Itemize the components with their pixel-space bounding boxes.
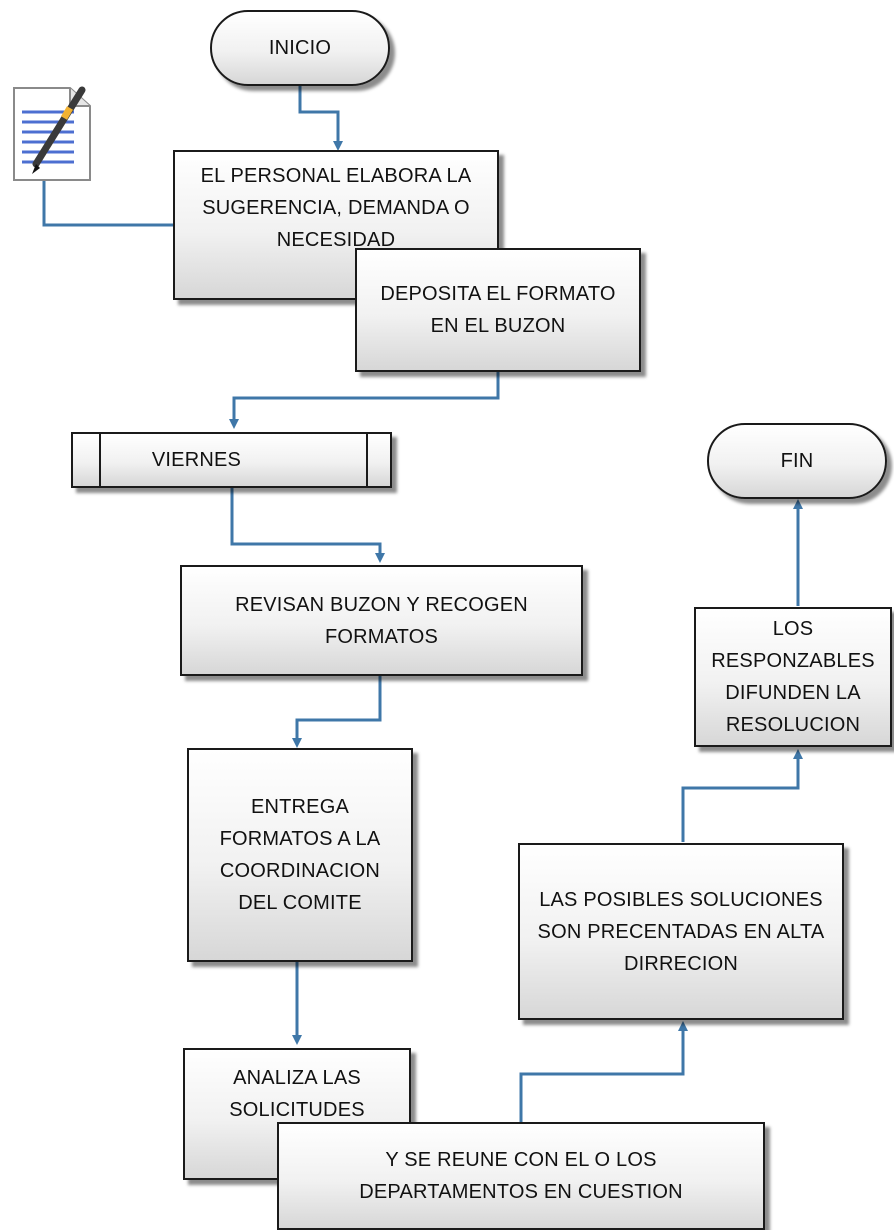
node-reune-label: Y SE REUNE CON EL O LOS DEPARTAMENTOS EN…: [359, 1149, 683, 1203]
node-soluciones-label: LAS POSIBLES SOLUCIONES SON PRECENTADAS …: [537, 888, 825, 975]
node-difunden: LOS RESPONZABLES DIFUNDEN LA RESOLUCION: [694, 607, 892, 747]
connector-soluciones-difunden: [681, 749, 803, 842]
node-elabora: EL PERSONAL ELABORA LA SUGERENCIA, DEMAN…: [173, 150, 499, 300]
connector-icon-elabora: [42, 180, 176, 227]
connector-deposita-viernes: [229, 372, 500, 429]
node-reune: Y SE REUNE CON EL O LOS DEPARTAMENTOS EN…: [277, 1122, 765, 1230]
node-fin: FIN: [707, 423, 887, 499]
node-difunden-label: LOS RESPONZABLES DIFUNDEN LA RESOLUCION: [711, 618, 875, 736]
node-analiza-label: ANALIZA LAS SOLICITUDES: [229, 1067, 365, 1121]
node-elabora-label: EL PERSONAL ELABORA LA SUGERENCIA, DEMAN…: [200, 165, 472, 251]
node-inicio: INICIO: [210, 10, 390, 86]
connector-revisan-entrega: [292, 676, 382, 748]
node-fin-label: FIN: [780, 450, 814, 472]
document-pen-icon: [13, 86, 91, 181]
predefined-bar-left: [99, 434, 101, 486]
node-revisan: REVISAN BUZON Y RECOGEN FORMATOS: [180, 565, 583, 676]
connector-inicio-elabora: [298, 84, 343, 151]
predefined-bar-right: [366, 434, 368, 486]
node-entrega-label: ENTREGA FORMATOS A LA COORDINACION DEL C…: [219, 796, 381, 914]
connector-viernes-revisan: [230, 487, 385, 563]
node-entrega: ENTREGA FORMATOS A LA COORDINACION DEL C…: [187, 748, 413, 962]
node-inicio-label: INICIO: [268, 37, 332, 59]
connector-reune-soluciones: [519, 1021, 688, 1122]
node-deposita: DEPOSITA EL FORMATO EN EL BUZON: [355, 248, 641, 372]
node-viernes-label: VIERNES: [151, 449, 242, 471]
node-viernes: VIERNES: [71, 432, 392, 488]
node-revisan-label: REVISAN BUZON Y RECOGEN FORMATOS: [235, 593, 528, 648]
node-deposita-label: DEPOSITA EL FORMATO EN EL BUZON: [380, 283, 616, 337]
node-soluciones: LAS POSIBLES SOLUCIONES SON PRECENTADAS …: [518, 843, 844, 1020]
